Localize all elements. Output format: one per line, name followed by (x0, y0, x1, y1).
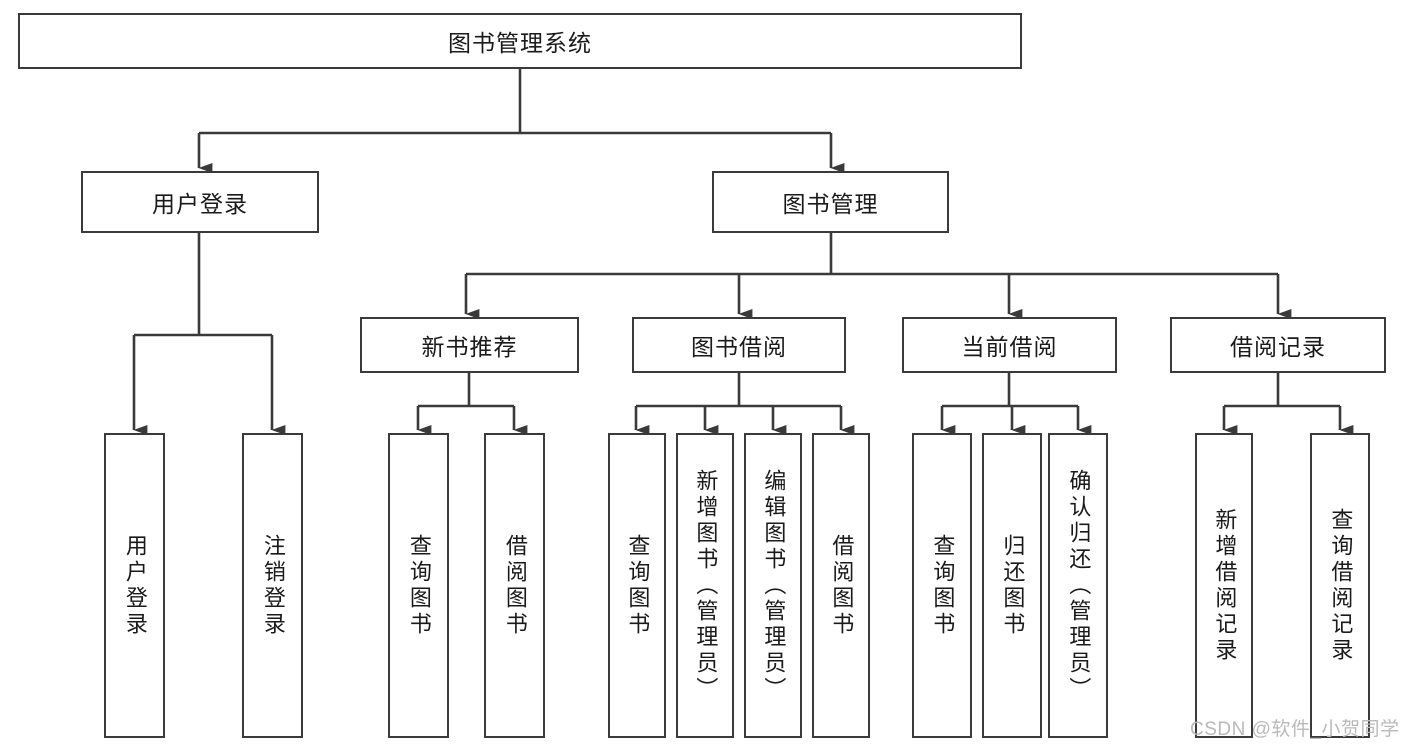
node-user-login-label: 用户登录 (152, 191, 248, 217)
leaf-borrow-book-label: 借阅图书 (829, 533, 855, 638)
leaf-edit-book-admin[interactable]: 编辑图书（管理员） (744, 433, 802, 738)
leaf-confirm-return-admin[interactable]: 确认归还（管理员） (1048, 433, 1108, 738)
leaf-user-logout[interactable]: 注销登录 (242, 433, 303, 738)
leaf-add-book-admin[interactable]: 新增图书（管理员） (676, 433, 734, 738)
node-current-borrow-label: 当前借阅 (961, 334, 1058, 360)
leaf-confirm-return-admin-label: 确认归还（管理员） (1066, 468, 1092, 703)
node-current-borrow[interactable]: 当前借阅 (902, 317, 1117, 373)
node-root-label: 图书管理系统 (448, 30, 592, 56)
leaf-query-book-current-label: 查询图书 (930, 533, 956, 638)
leaf-user-login[interactable]: 用户登录 (104, 433, 165, 738)
node-new-book-recommend-label: 新书推荐 (421, 334, 518, 360)
leaf-query-book-recommend-label: 查询图书 (406, 533, 432, 638)
leaf-return-book-label: 归还图书 (1000, 533, 1026, 638)
node-user-login[interactable]: 用户登录 (81, 171, 319, 233)
node-book-borrow-label: 图书借阅 (691, 334, 787, 360)
leaf-query-book-current[interactable]: 查询图书 (912, 433, 972, 738)
leaf-borrow-book-recommend-label: 借阅图书 (502, 533, 528, 638)
csdn-watermark: CSDN @软件_小贺同学 (1190, 719, 1400, 740)
node-book-management-label: 图书管理 (782, 191, 879, 217)
leaf-edit-book-admin-label: 编辑图书（管理员） (761, 468, 787, 703)
leaf-add-book-admin-label: 新增图书（管理员） (693, 468, 719, 703)
node-borrow-record-label: 借阅记录 (1230, 334, 1326, 360)
leaf-query-borrow-record[interactable]: 查询借阅记录 (1310, 433, 1370, 738)
leaf-query-borrow-record-label: 查询借阅记录 (1328, 507, 1354, 664)
leaf-query-book-recommend[interactable]: 查询图书 (388, 433, 449, 738)
leaf-user-logout-label: 注销登录 (260, 533, 286, 638)
node-new-book-recommend[interactable]: 新书推荐 (360, 317, 579, 373)
node-book-borrow[interactable]: 图书借阅 (632, 317, 846, 373)
leaf-user-login-label: 用户登录 (122, 533, 148, 638)
leaf-add-borrow-record[interactable]: 新增借阅记录 (1195, 433, 1253, 738)
leaf-query-book-borrow[interactable]: 查询图书 (608, 433, 666, 738)
leaf-add-borrow-record-label: 新增借阅记录 (1212, 507, 1238, 664)
leaf-return-book[interactable]: 归还图书 (982, 433, 1042, 738)
node-borrow-record[interactable]: 借阅记录 (1170, 317, 1386, 373)
node-book-management[interactable]: 图书管理 (712, 171, 949, 233)
leaf-query-book-borrow-label: 查询图书 (625, 533, 651, 638)
leaf-borrow-book-recommend[interactable]: 借阅图书 (484, 433, 545, 738)
leaf-borrow-book[interactable]: 借阅图书 (812, 433, 870, 738)
node-root[interactable]: 图书管理系统 (18, 13, 1022, 69)
